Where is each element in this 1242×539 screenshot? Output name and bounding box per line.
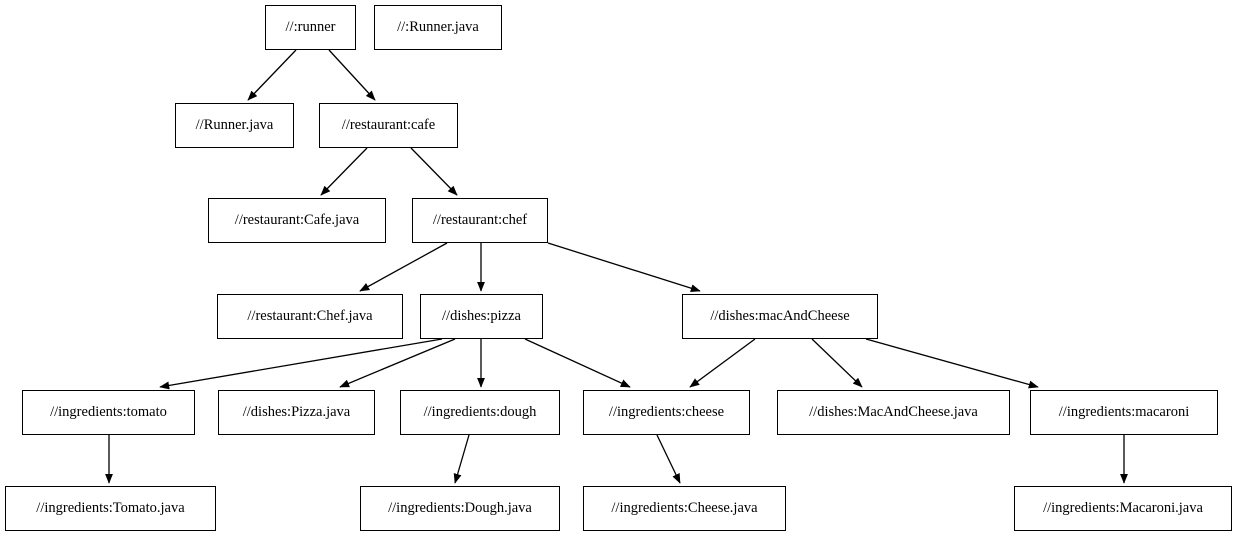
graph-node-ingredients_dough_java[interactable]: //ingredients:Dough.java bbox=[360, 486, 560, 531]
graph-edge bbox=[320, 147, 368, 196]
graph-node-label: //dishes:macAndCheese bbox=[710, 308, 850, 325]
graph-node-restaurant_cafe[interactable]: //restaurant:cafe bbox=[319, 103, 458, 148]
graph-node-ingredients_cheese_java[interactable]: //ingredients:Cheese.java bbox=[583, 486, 786, 531]
graph-node-label: //:runner bbox=[285, 19, 336, 36]
graph-edge bbox=[339, 338, 456, 388]
graph-node-ingredients_dough[interactable]: //ingredients:dough bbox=[400, 390, 560, 435]
graph-node-label: //dishes:pizza bbox=[442, 308, 521, 325]
graph-node-ingredients_macaroni_java[interactable]: //ingredients:Macaroni.java bbox=[1014, 486, 1232, 531]
graph-edge bbox=[410, 147, 458, 196]
graph-edge bbox=[656, 434, 681, 484]
graph-node-dishes_pizza_java[interactable]: //dishes:Pizza.java bbox=[218, 390, 375, 435]
graph-node-label: //dishes:MacAndCheese.java bbox=[809, 404, 978, 421]
graph-node-dishes_macandcheese_java[interactable]: //dishes:MacAndCheese.java bbox=[777, 390, 1010, 435]
graph-edge bbox=[453, 434, 470, 484]
graph-node-label: //Runner.java bbox=[195, 117, 274, 134]
graph-node-dishes_macandcheese[interactable]: //dishes:macAndCheese bbox=[682, 294, 878, 339]
graph-node-label: //ingredients:Cheese.java bbox=[611, 500, 758, 517]
graph-node-label: //ingredients:tomato bbox=[50, 404, 167, 421]
graph-node-runner_java[interactable]: //Runner.java bbox=[175, 103, 294, 148]
graph-node-ingredients_macaroni[interactable]: //ingredients:macaroni bbox=[1030, 390, 1218, 435]
graph-node-label: //dishes:Pizza.java bbox=[242, 404, 351, 421]
graph-node-ingredients_tomato_java[interactable]: //ingredients:Tomato.java bbox=[5, 486, 216, 531]
graph-edge bbox=[811, 338, 863, 388]
graph-node-label: //restaurant:Cafe.java bbox=[234, 212, 360, 229]
graph-edge bbox=[865, 338, 1039, 389]
graph-node-restaurant_cafe_java[interactable]: //restaurant:Cafe.java bbox=[208, 198, 386, 243]
graph-node-label: //ingredients:macaroni bbox=[1058, 404, 1190, 421]
graph-node-label: //ingredients:Dough.java bbox=[388, 500, 532, 517]
graph-edge bbox=[328, 49, 376, 101]
graph-node-label: //restaurant:cafe bbox=[341, 117, 436, 134]
graph-node-label: //ingredients:Tomato.java bbox=[36, 500, 185, 517]
graph-node-label: //restaurant:Chef.java bbox=[247, 308, 373, 325]
graph-node-label: //ingredients:cheese bbox=[608, 404, 725, 421]
graph-node-label: //restaurant:chef bbox=[432, 212, 528, 229]
graph-edge bbox=[524, 338, 631, 388]
graph-node-runner[interactable]: //:runner bbox=[265, 5, 356, 50]
graph-node-runner_java_root[interactable]: //:Runner.java bbox=[374, 5, 502, 50]
graph-edge bbox=[689, 338, 756, 388]
graph-node-ingredients_cheese[interactable]: //ingredients:cheese bbox=[583, 390, 750, 435]
graph-edge bbox=[247, 49, 297, 101]
graph-node-restaurant_chef_java[interactable]: //restaurant:Chef.java bbox=[217, 294, 403, 339]
graph-node-label: //ingredients:dough bbox=[423, 404, 537, 421]
graph-edge bbox=[159, 338, 443, 390]
graph-node-label: //:Runner.java bbox=[397, 19, 479, 36]
graph-node-restaurant_chef[interactable]: //restaurant:chef bbox=[412, 198, 548, 243]
graph-node-ingredients_tomato[interactable]: //ingredients:tomato bbox=[22, 390, 195, 435]
graph-edge bbox=[359, 242, 448, 292]
graph-node-dishes_pizza[interactable]: //dishes:pizza bbox=[420, 294, 543, 339]
graph-node-label: //ingredients:Macaroni.java bbox=[1043, 500, 1203, 517]
graph-edge bbox=[547, 242, 701, 293]
